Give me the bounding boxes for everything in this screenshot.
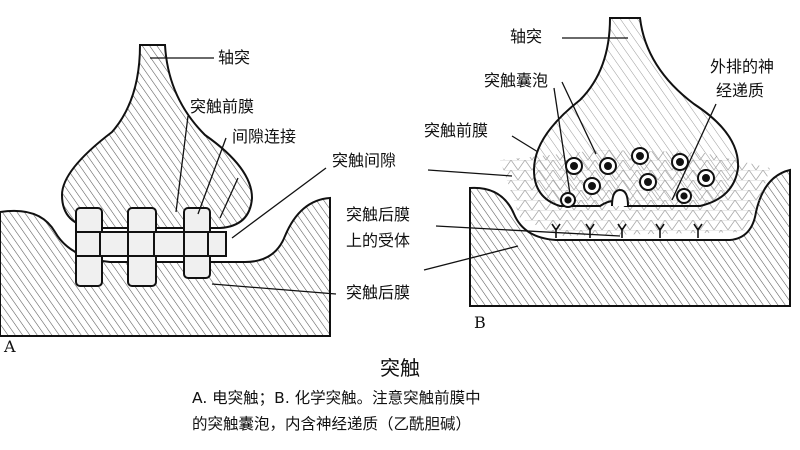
gap-junction-channels	[75, 207, 227, 287]
label-a-axon: 轴突	[218, 48, 251, 67]
label-b-transmitter-line2: 经递质	[716, 81, 765, 100]
label-b-transmitter-line1: 外排的神	[710, 57, 775, 76]
panel-a-presynaptic-terminal	[60, 44, 254, 229]
panel-b-postsynaptic-cell	[469, 168, 791, 307]
panel-b-letter: B	[474, 313, 486, 332]
label-b-presynaptic-membrane: 突触前膜	[424, 121, 489, 140]
label-a-gap-junction: 间隙连接	[232, 127, 297, 146]
label-receptor-line2: 上的受体	[346, 231, 411, 250]
panel-a-drawing: A	[0, 44, 337, 356]
label-b-axon: 轴突	[510, 27, 543, 46]
label-b-synaptic-vesicle: 突触囊泡	[484, 71, 549, 90]
label-synaptic-cleft: 突触间隙	[332, 151, 397, 170]
figure-caption-line1: A. 电突触；B. 化学突触。注意突触前膜中	[192, 389, 481, 407]
label-a-presynaptic-membrane: 突触前膜	[190, 97, 255, 116]
synaptic-vesicles	[560, 147, 715, 208]
postsynaptic-receptors	[551, 223, 703, 238]
exocytosis-pore	[611, 188, 629, 207]
label-postsynaptic-membrane: 突触后膜	[346, 283, 411, 302]
panel-b-leader-lines	[423, 37, 717, 271]
figure-title: 突触	[380, 356, 420, 380]
panel-a-leader-lines	[150, 57, 337, 295]
panel-a-postsynaptic-cell	[0, 196, 331, 337]
label-receptor-line1: 突触后膜	[346, 205, 411, 224]
panel-a-letter: A	[3, 337, 16, 356]
panel-b-drawing: B	[423, 17, 791, 332]
figure-caption-line2: 的突触囊泡，内含神经递质（乙酰胆碱）	[192, 415, 472, 433]
